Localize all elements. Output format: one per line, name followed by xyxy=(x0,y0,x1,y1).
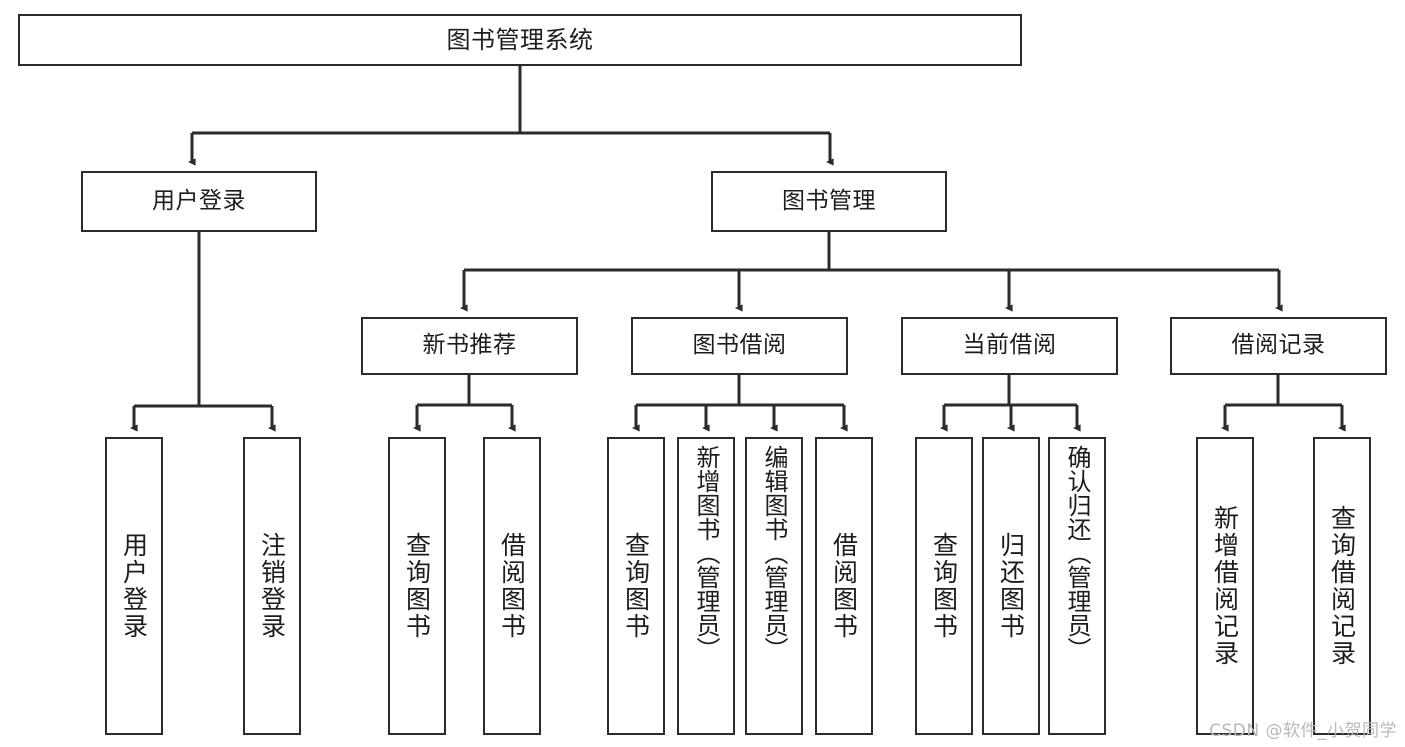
node-user-login-do[interactable]: 用户登录 xyxy=(105,437,163,735)
node-add-borrow-record[interactable]: 新增借阅记录 xyxy=(1196,437,1254,735)
node-current-borrow-label: 当前借阅 xyxy=(962,332,1057,359)
node-user-login-do-label: 用户登录 xyxy=(119,532,149,640)
node-borrow-book-2[interactable]: 借阅图书 xyxy=(815,437,873,735)
node-borrow-book-1[interactable]: 借阅图书 xyxy=(483,437,541,735)
node-book-manage-label: 图书管理 xyxy=(782,187,876,214)
watermark-text: CSDN @软件_小贺同学 xyxy=(1209,721,1397,741)
node-book-borrow[interactable]: 图书借阅 xyxy=(631,317,848,375)
node-book-borrow-label: 图书借阅 xyxy=(692,332,787,359)
node-query-book-1-label: 查询图书 xyxy=(402,532,432,640)
node-new-book-recommend[interactable]: 新书推荐 xyxy=(361,317,578,375)
node-add-book-label: 新增图书（管理员） xyxy=(692,445,720,661)
node-query-borrow-record-label: 查询借阅记录 xyxy=(1327,505,1357,667)
node-borrow-book-2-label: 借阅图书 xyxy=(829,532,859,640)
node-query-book-1[interactable]: 查询图书 xyxy=(388,437,446,735)
node-user-login-label: 用户登录 xyxy=(152,187,246,214)
node-query-book-3-label: 查询图书 xyxy=(929,532,959,640)
node-user-login[interactable]: 用户登录 xyxy=(81,171,317,232)
node-borrow-record[interactable]: 借阅记录 xyxy=(1170,317,1387,375)
node-borrow-book-1-label: 借阅图书 xyxy=(497,532,527,640)
node-current-borrow[interactable]: 当前借阅 xyxy=(901,317,1118,375)
node-query-book-2-label: 查询图书 xyxy=(621,532,651,640)
node-user-logout-label: 注销登录 xyxy=(257,532,287,640)
node-add-book[interactable]: 新增图书（管理员） xyxy=(677,437,735,735)
node-new-book-recommend-label: 新书推荐 xyxy=(422,332,517,359)
node-query-borrow-record[interactable]: 查询借阅记录 xyxy=(1313,437,1371,735)
node-borrow-record-label: 借阅记录 xyxy=(1231,332,1326,359)
node-book-manage[interactable]: 图书管理 xyxy=(711,171,947,232)
node-return-book-label: 归还图书 xyxy=(996,532,1026,640)
node-query-book-2[interactable]: 查询图书 xyxy=(607,437,665,735)
node-return-book[interactable]: 归还图书 xyxy=(982,437,1040,735)
node-root[interactable]: 图书管理系统 xyxy=(18,14,1022,66)
node-confirm-return-label: 确认归还（管理员） xyxy=(1063,445,1091,661)
node-add-borrow-record-label: 新增借阅记录 xyxy=(1210,505,1240,667)
node-user-logout[interactable]: 注销登录 xyxy=(243,437,301,735)
node-root-label: 图书管理系统 xyxy=(446,25,594,54)
node-edit-book-label: 编辑图书（管理员） xyxy=(760,445,788,661)
node-query-book-3[interactable]: 查询图书 xyxy=(915,437,973,735)
node-edit-book[interactable]: 编辑图书（管理员） xyxy=(745,437,803,735)
node-confirm-return[interactable]: 确认归还（管理员） xyxy=(1048,437,1106,735)
